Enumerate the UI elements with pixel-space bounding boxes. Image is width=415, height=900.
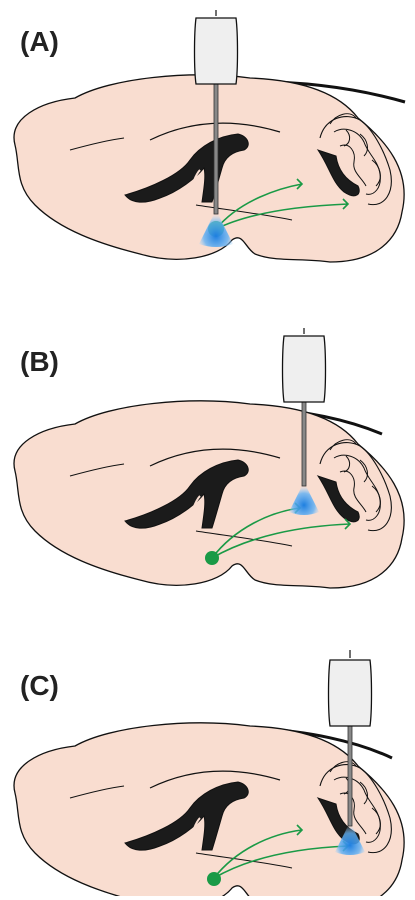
optical-fiber-icon (195, 18, 238, 84)
optical-fiber-shaft (302, 402, 306, 486)
optical-fiber-icon (283, 336, 326, 402)
neuron-soma-icon (205, 551, 219, 565)
panel-c: (C) (0, 600, 415, 900)
optical-fiber-icon (329, 660, 372, 726)
panel-a-diagram (0, 0, 415, 300)
panel-c-diagram (0, 600, 415, 896)
optical-fiber-shaft (214, 84, 218, 214)
neuron-soma-icon (207, 872, 221, 886)
panel-a: (A) (0, 0, 415, 300)
brain-sagittal-icon (14, 723, 404, 896)
panel-b: (B) (0, 300, 415, 600)
optical-fiber-shaft (348, 726, 352, 826)
panel-b-diagram (0, 300, 415, 600)
